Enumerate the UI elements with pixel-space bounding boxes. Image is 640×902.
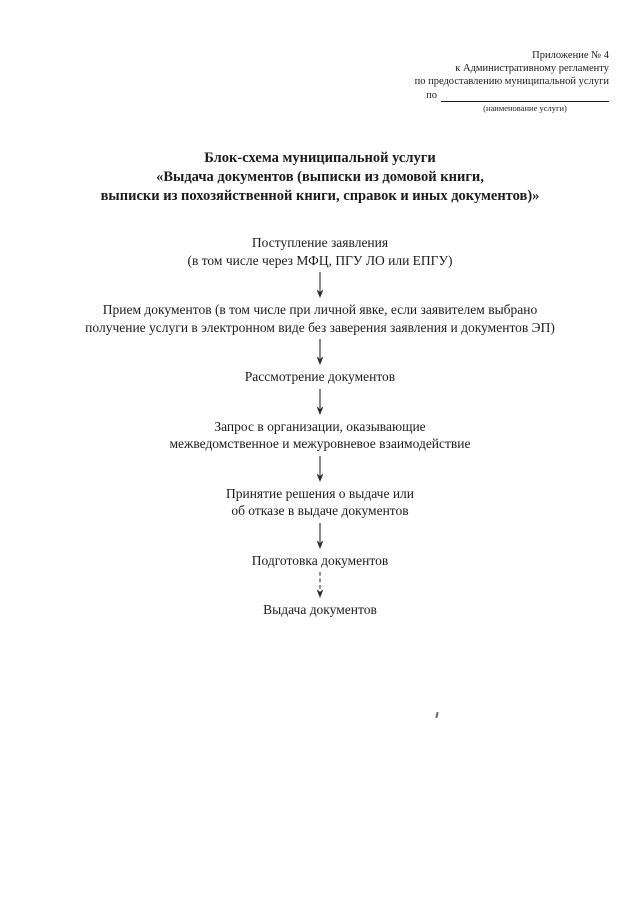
service-name-line: по [394, 89, 609, 102]
service-name-blank-line [441, 90, 609, 102]
down-arrow-icon [316, 272, 324, 298]
title-line-1: Блок-схема муниципальной услуги [204, 150, 436, 166]
po-prefix: по [426, 90, 437, 101]
regulation-reference: к Административному регламенту [455, 63, 609, 74]
document-body: Блок-схема муниципальной услуги «Выдача … [85, 149, 555, 619]
flow-step-application-receipt: Поступление заявления (в том числе через… [187, 235, 453, 268]
flow-step-document-review: Рассмотрение документов [244, 369, 396, 384]
title-line-2: «Выдача документов (выписки из домовой к… [156, 169, 484, 185]
down-arrow-icon [316, 522, 324, 549]
appendix-number: Приложение № 4 [532, 50, 609, 61]
flow-step-interagency-request: Запрос в организации, оказывающие межвед… [169, 418, 471, 452]
service-name-caption: (наименование услуги) [483, 103, 567, 113]
service-provision-line: по предоставлению муниципальной услуги [414, 76, 609, 87]
down-arrow-icon [316, 455, 324, 482]
scan-artifact [435, 711, 439, 719]
down-arrow-dashed-icon [316, 572, 324, 598]
title-line-3: выписки из похозяйственной книги, справо… [100, 188, 540, 204]
down-arrow-icon [316, 388, 324, 415]
flowchart: Поступление заявления (в том числе через… [85, 234, 555, 619]
flow-step-document-issuance: Выдача документов [263, 602, 377, 617]
appendix-header: Приложение № 4 к Административному регла… [394, 49, 609, 114]
flow-step-document-preparation: Подготовка документов [251, 552, 389, 568]
flow-step-decision: Принятие решения о выдаче или об отказе … [225, 485, 415, 519]
flowchart-title: Блок-схема муниципальной услуги «Выдача … [101, 149, 540, 206]
flow-step-document-acceptance: Прием документов (в том числе при личной… [85, 302, 555, 335]
down-arrow-icon [316, 339, 324, 365]
